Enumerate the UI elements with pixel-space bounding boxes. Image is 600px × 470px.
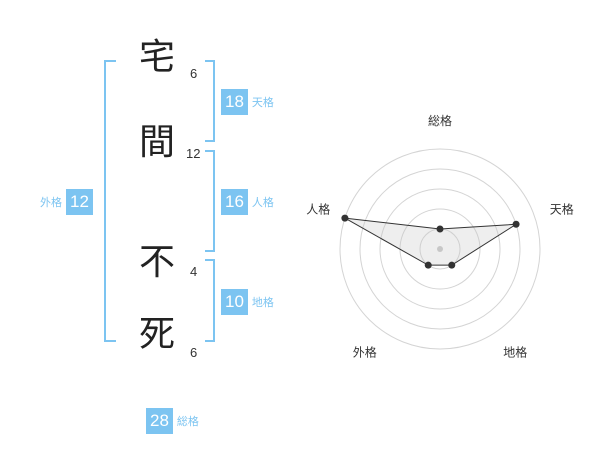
radar-point-3 xyxy=(448,261,456,269)
jinkaku-badge: 16 人格 xyxy=(221,189,274,215)
radar-ring-5 xyxy=(339,148,541,350)
name-char-2: 間 xyxy=(138,122,175,163)
stroke-count-2: 12 xyxy=(186,146,201,161)
radar-axis-label-3: 地格 xyxy=(503,345,527,360)
radar-center-dot xyxy=(437,246,443,252)
name-char-1: 宅 xyxy=(138,37,175,78)
tenkaku-label: 天格 xyxy=(251,96,274,109)
gaikaku-badge: 外格 12 xyxy=(40,189,93,215)
radar-point-5 xyxy=(341,214,349,222)
name-char-4: 死 xyxy=(138,314,175,355)
name-char-3: 不 xyxy=(138,242,175,283)
jinkaku-value: 16 xyxy=(221,189,248,215)
stroke-count-3: 4 xyxy=(190,264,198,279)
radar-axis-label-1: 総格 xyxy=(428,113,452,128)
radar-ring-4 xyxy=(359,168,521,330)
radar-point-4 xyxy=(424,261,432,269)
stroke-count-1: 6 xyxy=(190,66,198,81)
radar-point-2 xyxy=(512,220,520,228)
tenkaku-bracket xyxy=(205,60,215,142)
tenkaku-value: 18 xyxy=(221,89,248,115)
gaikaku-label: 外格 xyxy=(40,196,62,209)
jinkaku-label: 人格 xyxy=(251,196,274,209)
radar-axis-label-5: 人格 xyxy=(306,201,330,216)
chikaku-badge: 10 地格 xyxy=(221,289,274,315)
chikaku-label: 地格 xyxy=(251,296,274,309)
soukaku-value: 28 xyxy=(146,408,173,434)
soukaku-badge: 28 総格 xyxy=(146,408,199,434)
gaikaku-bracket xyxy=(104,60,116,342)
radar-ring-3 xyxy=(379,188,501,310)
radar-axis-label-2: 天格 xyxy=(550,201,574,216)
jinkaku-bracket xyxy=(205,150,215,252)
chikaku-value: 10 xyxy=(221,289,248,315)
radar-point-1 xyxy=(436,225,444,233)
stroke-count-4: 6 xyxy=(190,345,198,360)
radar-series-polygon xyxy=(344,217,517,266)
gaikaku-value: 12 xyxy=(66,189,93,215)
chikaku-bracket xyxy=(205,259,215,342)
radar-axis-label-4: 外格 xyxy=(353,345,377,360)
tenkaku-badge: 18 天格 xyxy=(221,89,274,115)
soukaku-label: 総格 xyxy=(176,415,199,428)
